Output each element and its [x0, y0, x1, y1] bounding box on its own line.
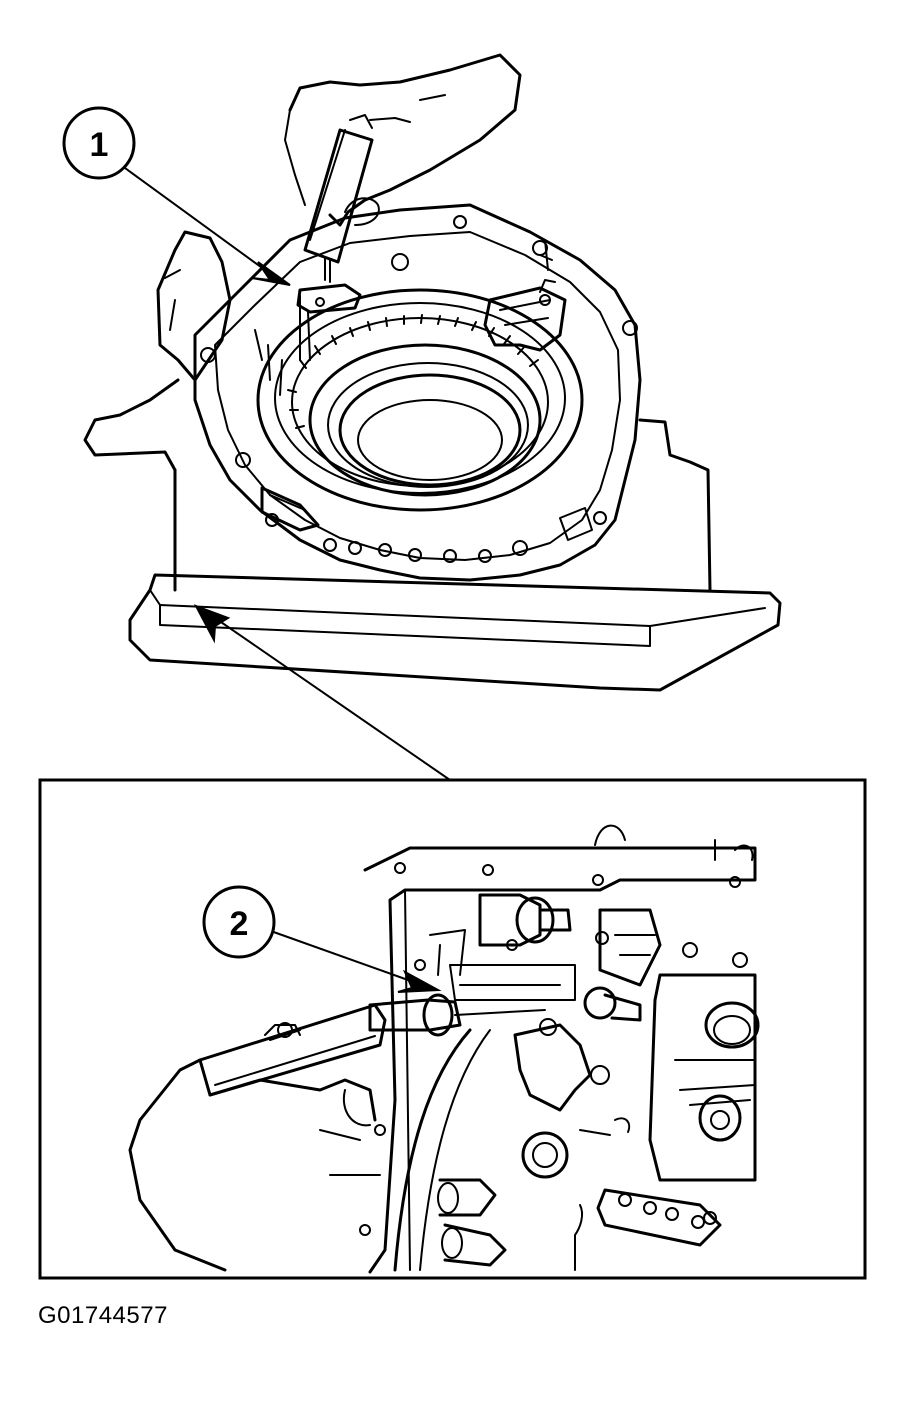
detail-inset-frame — [38, 778, 867, 1280]
callout-1-label: 1 — [90, 126, 109, 164]
callout-1: 1 — [62, 106, 136, 180]
oil-pan-leader-arrow — [193, 604, 451, 781]
callout-2: 2 — [202, 885, 276, 959]
callout-2-label: 2 — [230, 905, 249, 943]
valve-body-illustration — [128, 824, 760, 1274]
figure-code: G01744577 — [38, 1302, 168, 1329]
transmission-case-illustration — [83, 53, 782, 692]
callout-1-leader-arrow — [124, 167, 291, 286]
